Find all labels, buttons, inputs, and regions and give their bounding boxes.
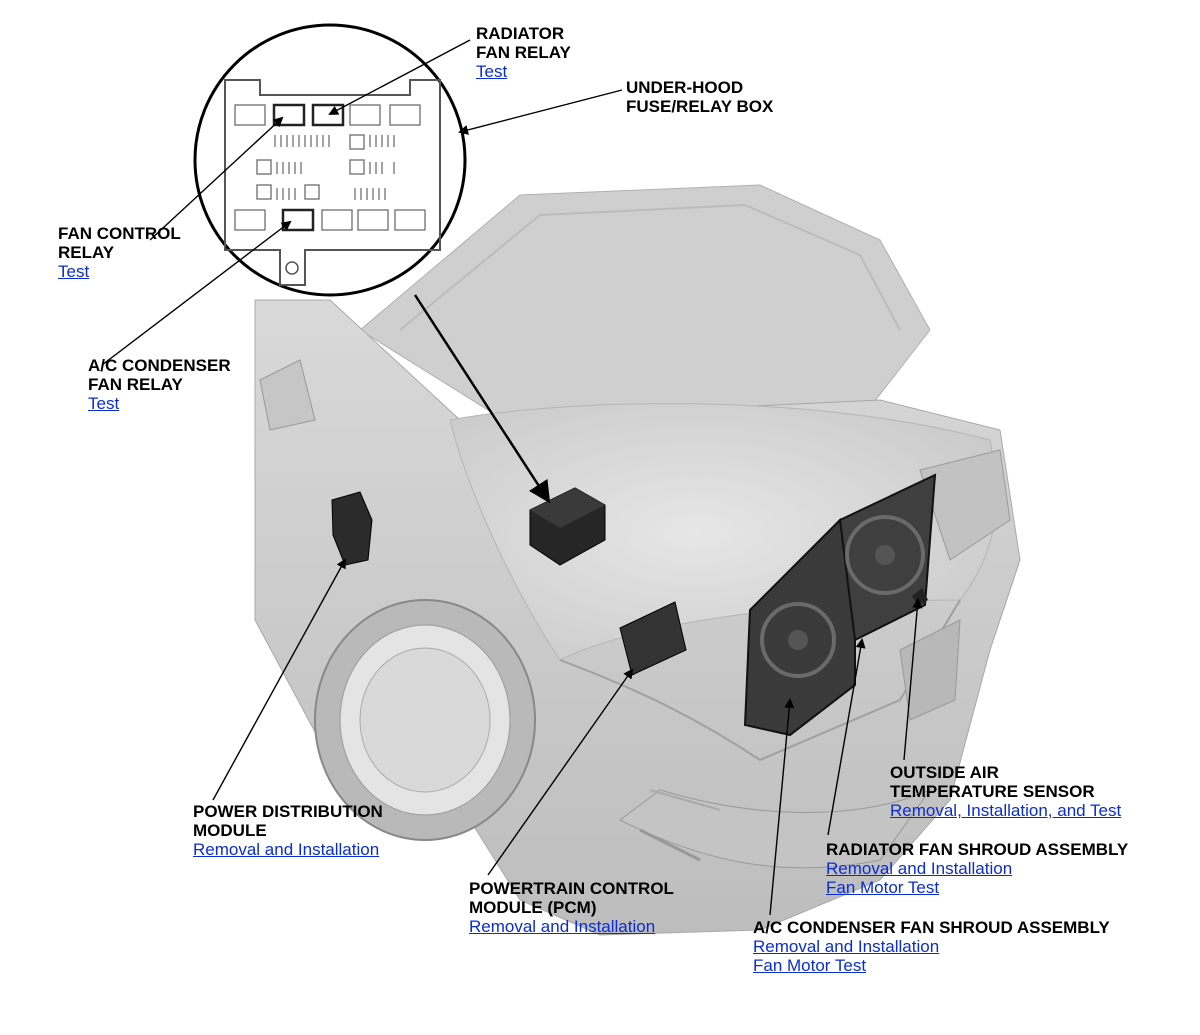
leader-lines [101, 39, 923, 916]
leader-radiator-fan-relay [328, 39, 471, 115]
radiator-shroud-fan-motor-test-link[interactable]: Fan Motor Test [826, 878, 940, 897]
outside-air-sensor-link[interactable]: Removal, Installation, and Test [890, 801, 1122, 820]
callout-pcm: POWERTRAIN CONTROL MODULE (PCM) Removal … [469, 879, 674, 936]
leader-ac-shroud [769, 698, 795, 916]
callout-power-distribution-module: POWER DISTRIBUTION MODULE Removal and In… [193, 802, 383, 859]
callout-ac-condenser-fan-shroud: A/C CONDENSER FAN SHROUD ASSEMBLY Remova… [753, 918, 1110, 975]
callout-title: A/C CONDENSER [88, 356, 231, 375]
fan-shroud-parts [743, 473, 937, 737]
callout-title: A/C CONDENSER FAN SHROUD ASSEMBLY [753, 918, 1110, 937]
leader-ac-condenser-fan-relay [101, 220, 292, 366]
callout-title: FAN RELAY [476, 43, 571, 62]
leader-under-hood-box [458, 89, 623, 135]
ac-shroud-removal-link[interactable]: Removal and Installation [753, 937, 940, 956]
callout-title: MODULE [193, 821, 267, 840]
callout-title: RADIATOR [476, 24, 565, 43]
callout-title: FAN RELAY [88, 375, 183, 394]
fuse-relay-box-part [529, 487, 606, 566]
callout-under-hood-box: UNDER-HOOD FUSE/RELAY BOX [626, 78, 773, 116]
callout-outside-air-sensor: OUTSIDE AIR TEMPERATURE SENSOR Removal, … [890, 763, 1121, 820]
callout-title: POWERTRAIN CONTROL [469, 879, 674, 898]
pdm-removal-link[interactable]: Removal and Installation [193, 840, 380, 859]
fuse-box-magnifier [193, 23, 467, 297]
leader-magnifier-to-box [413, 294, 551, 504]
callout-title: RELAY [58, 243, 115, 262]
callout-title: MODULE (PCM) [469, 898, 597, 917]
fan-control-relay-test-link[interactable]: Test [58, 262, 90, 281]
leader-air-sensor [903, 598, 923, 761]
front-wheel [314, 599, 536, 841]
leader-pdm [212, 558, 346, 801]
callout-radiator-fan-relay: RADIATOR FAN RELAY Test [476, 24, 571, 81]
radiator-fan-relay-test-link[interactable]: Test [476, 62, 508, 81]
pcm-removal-link[interactable]: Removal and Installation [469, 917, 656, 936]
callout-title: RADIATOR FAN SHROUD ASSEMBLY [826, 840, 1129, 859]
leader-radiator-shroud [827, 638, 866, 836]
callout-title: OUTSIDE AIR [890, 763, 999, 782]
callout-title: FAN CONTROL [58, 224, 181, 243]
callout-radiator-fan-shroud: RADIATOR FAN SHROUD ASSEMBLY Removal and… [826, 840, 1128, 897]
callout-title: FUSE/RELAY BOX [626, 97, 774, 116]
callout-fan-control-relay: FAN CONTROL RELAY Test [58, 224, 181, 281]
power-distribution-module-part [331, 491, 373, 566]
callout-title: TEMPERATURE SENSOR [890, 782, 1095, 801]
ac-shroud-fan-motor-test-link[interactable]: Fan Motor Test [753, 956, 867, 975]
callout-ac-condenser-fan-relay: A/C CONDENSER FAN RELAY Test [88, 356, 231, 413]
radiator-shroud-removal-link[interactable]: Removal and Installation [826, 859, 1013, 878]
callout-title: UNDER-HOOD [626, 78, 744, 97]
pcm-part [619, 601, 687, 676]
leader-pcm [487, 668, 634, 876]
leader-fan-control-relay [149, 116, 284, 241]
ac-condenser-fan-relay-test-link[interactable]: Test [88, 394, 120, 413]
callout-title: POWER DISTRIBUTION [193, 802, 383, 821]
